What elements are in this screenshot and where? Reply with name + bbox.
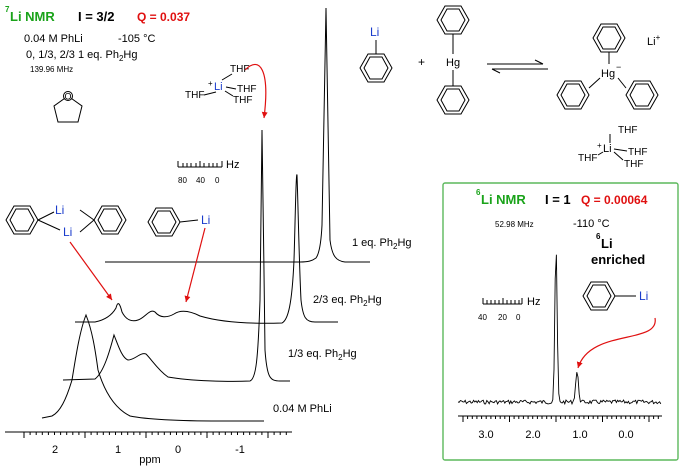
li6-hz-tick-0: 0 (516, 313, 521, 322)
svg-text:THF: THF (578, 153, 597, 164)
svg-text:THF: THF (628, 147, 647, 158)
trace-label-1eq: 1 eq. Ph2Hg (352, 237, 412, 251)
li6-hz-label: Hz (527, 296, 540, 308)
li6-header: 6 Li NMR I = 1 Q = 0.00064 52.98 MHz -11… (476, 188, 648, 267)
scheme-li-counter: Li+ (647, 33, 661, 48)
dimer-li-bottom: Li (63, 225, 72, 239)
li6-temperature: -110 °C (573, 218, 610, 230)
scheme-hg: Hg (446, 57, 460, 69)
scheme-anion-charge: − (616, 62, 621, 72)
ppm-tick-2: 2 (52, 444, 58, 456)
monomer-li-right: Li (639, 289, 648, 303)
svg-text:THF: THF (233, 95, 252, 106)
li7-frequency: 139.96 MHz (30, 65, 73, 74)
li-thf-cation-left: + Li THF THF THF THF (185, 64, 256, 106)
trace-1eq (105, 7, 370, 263)
li6-tick-0: 0.0 (618, 429, 633, 441)
trace-label-phli: 0.04 M PhLi (273, 403, 332, 415)
arrow-monomer-to-peak (184, 227, 206, 303)
li7-hz-tick-0: 0 (215, 176, 220, 185)
ph2li2-dimer (5, 205, 127, 235)
phli-monomer-left (147, 207, 199, 237)
li6-tick-1: 1.0 (572, 429, 587, 441)
ppm-axis-label: ppm (139, 454, 160, 466)
li7-title-isotope: 7 (5, 5, 10, 14)
li6-inset-box (442, 182, 679, 461)
dimer-li-top: Li (55, 203, 64, 217)
li6-spin: I = 1 (545, 192, 571, 207)
li7-hz-tick-80: 80 (178, 176, 187, 185)
li6-hz-tick-20: 20 (498, 313, 507, 322)
li6-frequency: 52.98 MHz (495, 220, 534, 229)
trace-label-2-3eq: 2/3 eq. Ph2Hg (313, 294, 382, 308)
li6-title: Li NMR (481, 192, 526, 207)
svg-text:THF: THF (618, 125, 637, 136)
arrow-dimer-to-peak (69, 241, 113, 301)
li6-spectrum-trace (457, 254, 662, 406)
li7-spin: I = 3/2 (78, 9, 115, 24)
scheme-hg-anion: Hg (601, 68, 615, 80)
svg-text:Li: Li (603, 143, 612, 155)
li7-equivalents: 0, 1/3, 2/3 1 eq. Ph2Hg (26, 49, 137, 63)
li7-quadrupole: Q = 0.037 (137, 10, 190, 24)
li7-ppm-axis (5, 431, 292, 438)
li7-header: 7 Li NMR I = 3/2 Q = 0.037 0.04 M PhLi -… (5, 5, 190, 74)
phli-monomer-right (582, 281, 636, 311)
li6-ppm-axis (458, 415, 662, 422)
ppm-tick-neg1: -1 (235, 444, 245, 456)
thf-ring: O (53, 91, 83, 123)
li6-enriched-li: Li (601, 236, 613, 251)
scheme-phli (359, 40, 393, 83)
li6-tick-2: 2.0 (525, 429, 540, 441)
li6-hz-scale (482, 298, 523, 305)
scheme-ph3hg-anion (556, 23, 659, 110)
svg-text:THF: THF (185, 90, 204, 101)
li6-title-isotope: 6 (476, 188, 481, 197)
trace-label-1-3eq: 1/3 eq. Ph2Hg (288, 348, 357, 362)
svg-text:+: + (597, 141, 602, 150)
li6-enriched-word: enriched (591, 252, 645, 267)
ppm-tick-0: 0 (175, 444, 181, 456)
li7-title: Li NMR (10, 9, 55, 24)
li7-hz-label: Hz (226, 159, 239, 171)
scheme-ph2hg (436, 5, 470, 115)
scheme-plus: + (418, 55, 425, 69)
scheme-phli-li: Li (370, 25, 379, 39)
li7-hz-scale (177, 161, 223, 168)
trace-phli (41, 313, 264, 422)
li7-temperature: -105 °C (118, 33, 155, 45)
svg-text:+: + (208, 79, 213, 88)
svg-text:THF: THF (230, 64, 249, 75)
li6-enriched-isotope: 6 (596, 232, 601, 241)
li7-hz-tick-40: 40 (196, 176, 205, 185)
trace-1-3eq (62, 129, 290, 382)
li7-concentration: 0.04 M PhLi (24, 33, 83, 45)
li-thf-cation-right: THF + Li THF THF THF (578, 125, 647, 170)
li7-spectra (41, 7, 370, 422)
trace-2-3eq (75, 174, 338, 324)
arrow-li6-monomer (576, 317, 656, 369)
monomer-li-left: Li (201, 213, 210, 227)
ppm-tick-1: 1 (115, 444, 121, 456)
equilibrium-arrows (487, 59, 548, 74)
svg-text:THF: THF (624, 159, 643, 170)
li6-tick-3: 3.0 (478, 429, 493, 441)
li6-quadrupole: Q = 0.00064 (581, 193, 648, 207)
li6-hz-tick-40: 40 (478, 313, 487, 322)
svg-text:O: O (64, 92, 71, 102)
svg-text:Li: Li (214, 81, 223, 93)
svg-text:THF: THF (237, 84, 256, 95)
arrow-cation-to-peak (244, 64, 268, 119)
